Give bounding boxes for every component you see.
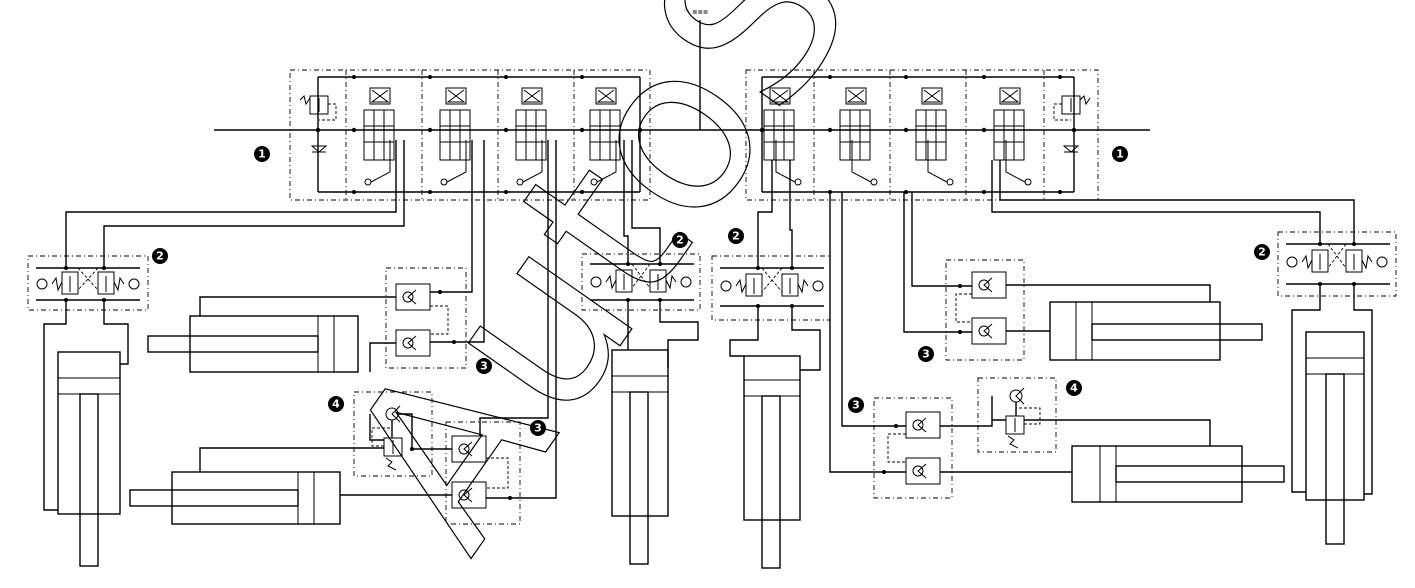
spool-valve-l3 xyxy=(515,87,547,186)
callout-badge-4-right: 4 xyxy=(1066,380,1082,396)
callout-badge-1-left: 1 xyxy=(254,146,270,162)
spool-valve-r3 xyxy=(915,87,954,186)
cylinder-horizontal-left-upper xyxy=(147,315,359,373)
callout-label: 2 xyxy=(1258,246,1266,259)
callout-badge-3-right-lower: 3 xyxy=(848,397,864,413)
callout-badge-2-mid-a: 2 xyxy=(672,232,688,248)
callout-badge-1-right: 1 xyxy=(1112,146,1128,162)
spool-valve-l2 xyxy=(439,87,471,186)
cylinder-vertical-mid-b xyxy=(743,355,801,569)
callout-label: 1 xyxy=(258,148,266,161)
callout-label: 3 xyxy=(922,348,930,361)
callout-label: 1 xyxy=(1116,148,1124,161)
cylinder-horizontal-left-lower xyxy=(129,471,341,525)
callout-label: 3 xyxy=(480,360,488,373)
callout-badge-2-mid-b: 2 xyxy=(728,228,744,244)
cylinder-horizontal-right-lower xyxy=(1071,445,1285,503)
callout-label: 4 xyxy=(1070,382,1078,395)
cylinder-vertical-right xyxy=(1305,331,1365,545)
callout-label: 4 xyxy=(332,398,340,411)
top-mark: ⁰˒ ▪▪▪ xyxy=(684,7,708,16)
pilot-check-right xyxy=(945,259,1025,361)
callout-label: 2 xyxy=(732,230,740,243)
callout-badge-2-left: 2 xyxy=(152,248,168,264)
callout-label: 3 xyxy=(852,399,860,412)
crossover-relief-left xyxy=(27,255,149,311)
counterbalance-left xyxy=(353,391,433,477)
callout-badge-3-left: 3 xyxy=(476,358,492,374)
spool-valve-l4 xyxy=(589,87,621,186)
crossover-relief-mid-b xyxy=(711,255,831,321)
spool-valve-r1 xyxy=(763,87,802,186)
cylinder-vertical-mid-a xyxy=(611,349,669,565)
valve-bank-left xyxy=(289,69,651,201)
relief-valve-left xyxy=(299,95,337,153)
spool-valve-l1 xyxy=(363,87,395,186)
pilot-check-right-lower xyxy=(873,397,953,499)
watermark-text: AutoSoft xyxy=(296,0,1081,588)
pipe-lines xyxy=(43,140,1373,511)
spool-valve-r2 xyxy=(839,87,878,186)
spool-valve-r4 xyxy=(993,87,1032,186)
crossover-relief-mid-a xyxy=(581,253,701,311)
callout-label: 2 xyxy=(676,234,684,247)
counterbalance-right xyxy=(977,377,1057,453)
cylinder-horizontal-right-upper xyxy=(1049,301,1263,361)
callout-label: 2 xyxy=(156,250,164,263)
valve-bank-right xyxy=(745,69,1099,201)
relief-valve-right xyxy=(1053,95,1091,153)
watermark: AutoSoft xyxy=(296,0,1083,588)
callout-badge-4-left: 4 xyxy=(328,396,344,412)
crossover-relief-right xyxy=(1277,231,1397,297)
junction-dots xyxy=(64,75,1356,500)
callout-badge-3-right: 3 xyxy=(918,346,934,362)
callout-label: 3 xyxy=(534,422,542,435)
callout-badge-3-left-lower: 3 xyxy=(530,420,546,436)
callout-badge-2-right: 2 xyxy=(1254,244,1270,260)
cylinder-vertical-left xyxy=(57,351,121,567)
